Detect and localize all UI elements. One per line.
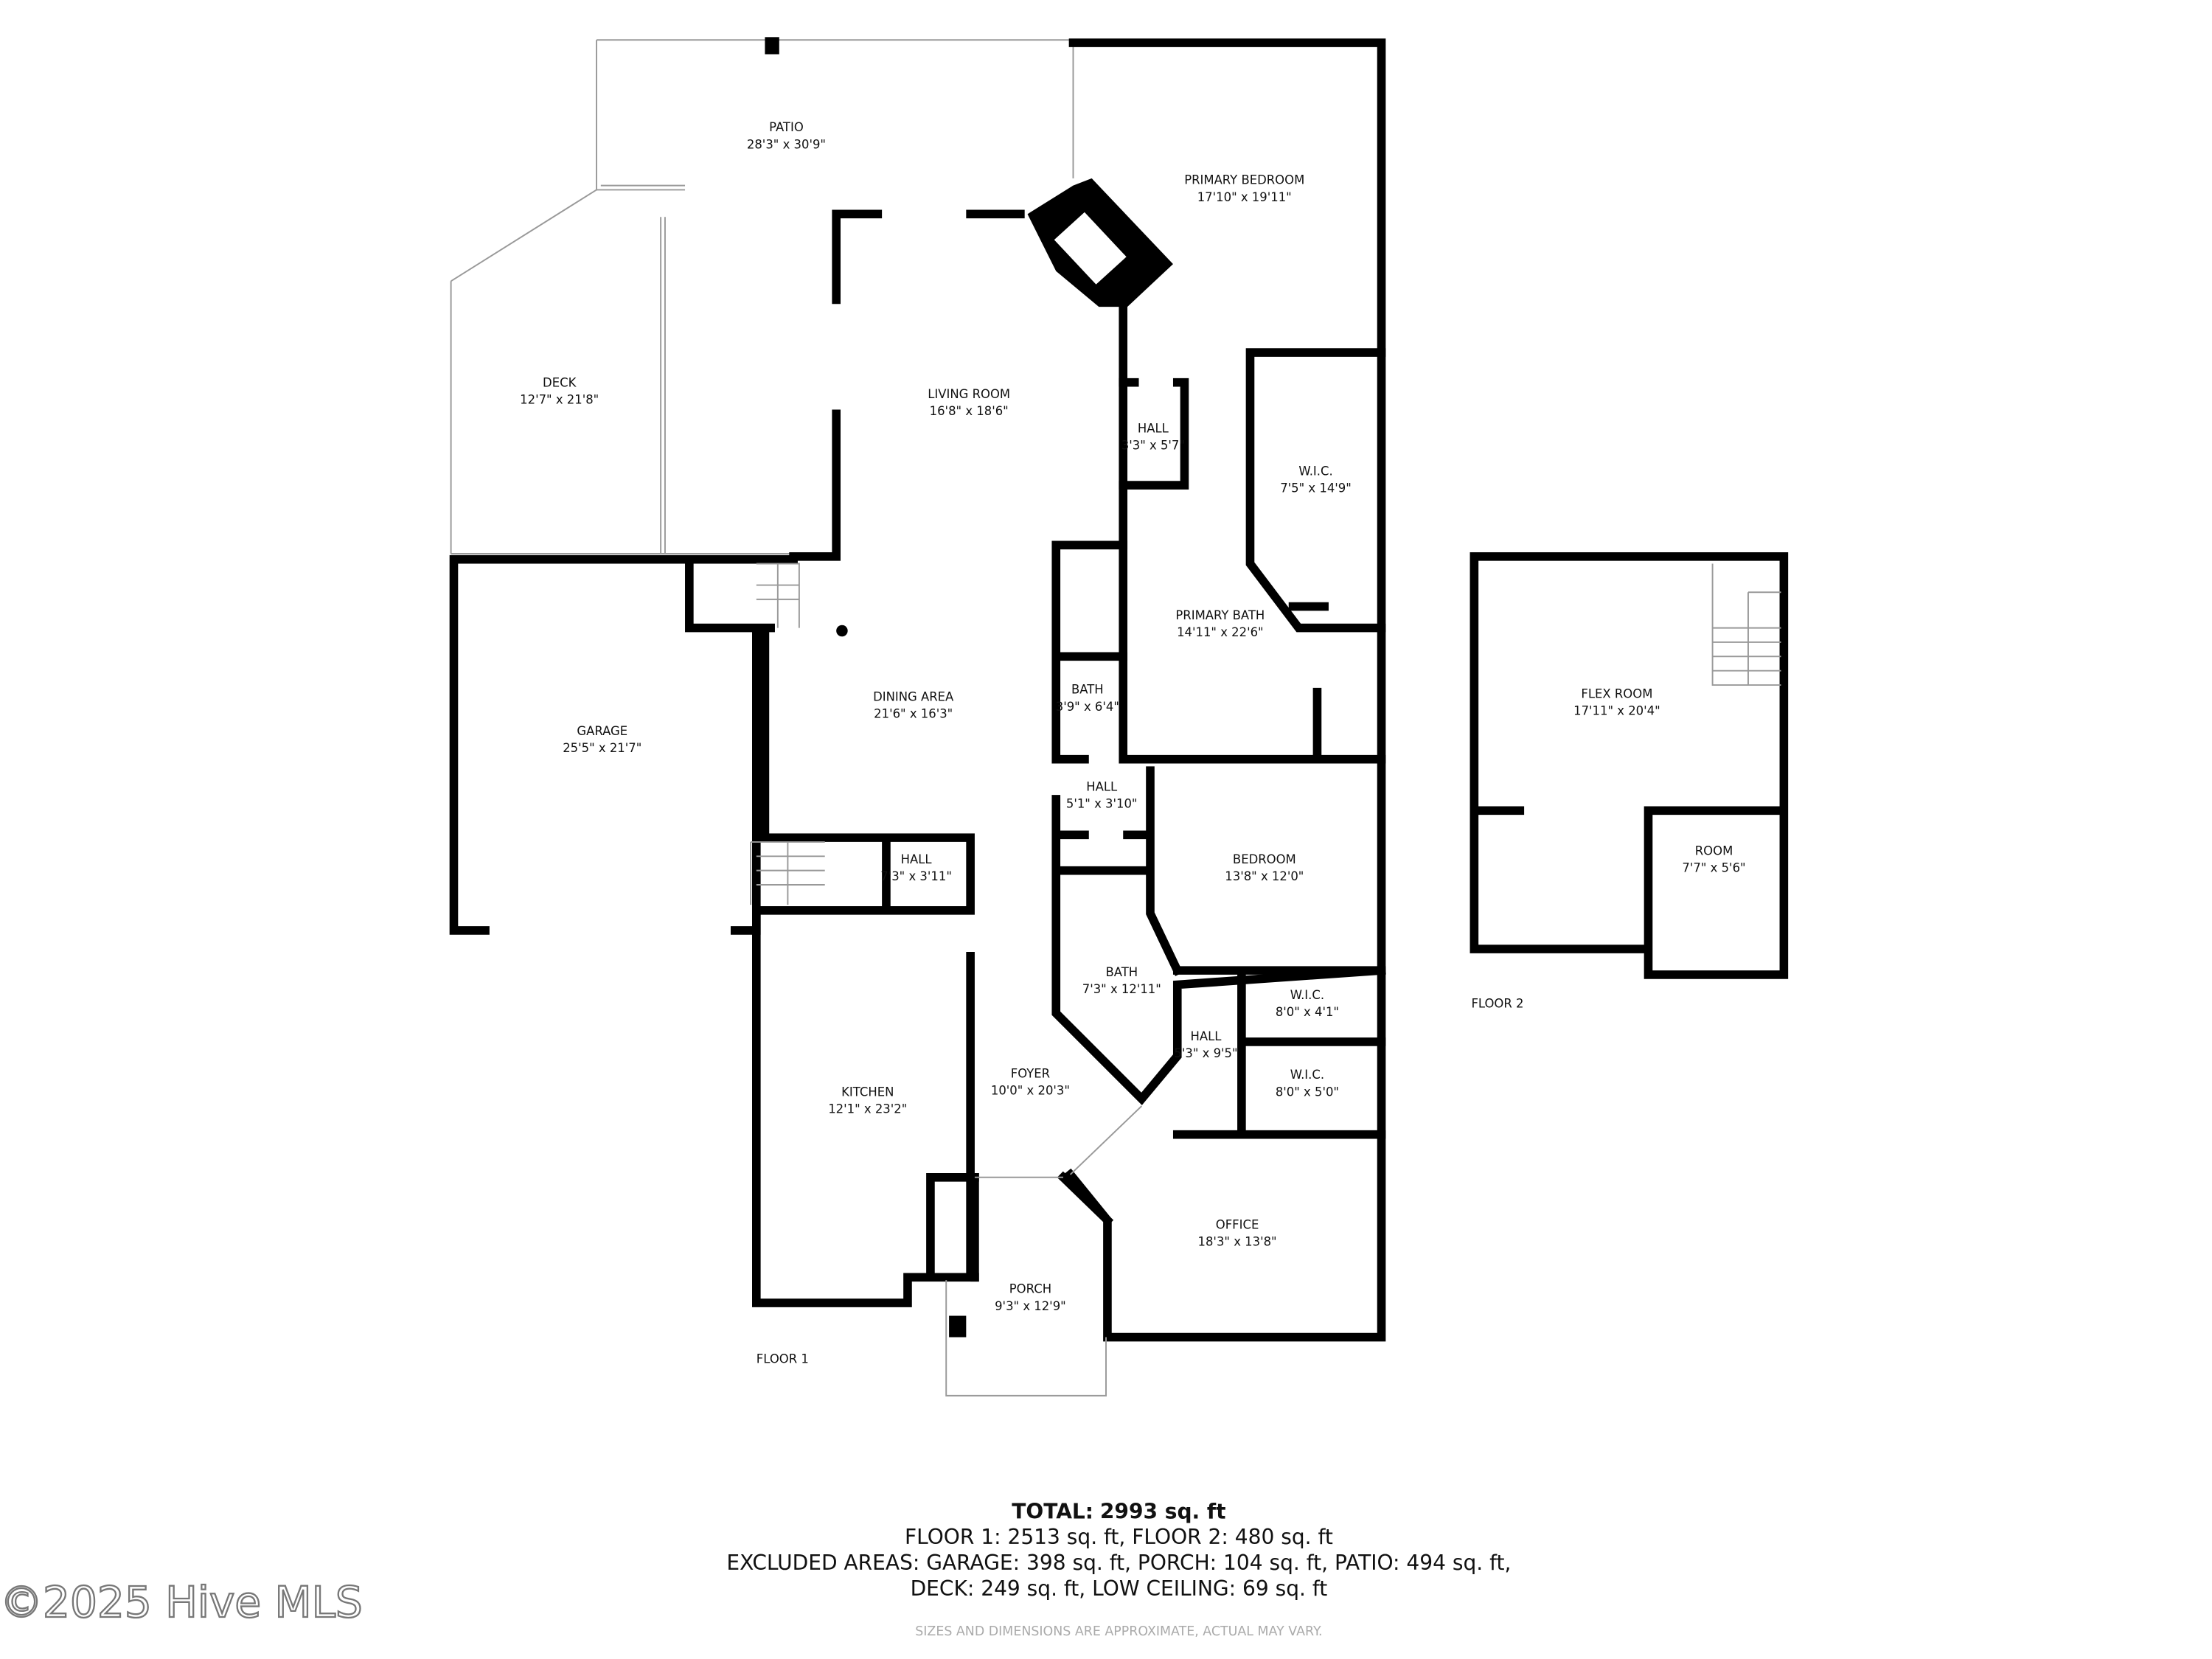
room-name: FLEX ROOM [1581,686,1652,700]
floor2-labels: FLEX ROOM 17'11" x 20'4" ROOM 7'7" x 5'6… [1471,686,1745,1010]
room-name: BATH [1071,683,1104,697]
excluded-areas-cont: DECK: 249 sq. ft, LOW CEILING: 69 sq. ft [911,1576,1328,1601]
room-dim: 7'3" x 3'11" [880,869,952,883]
floor1-walls [449,38,1386,1397]
floor2-walls [1470,552,1789,979]
svg-text:TOTAL: 2993 sq. ft: TOTAL: 2993 sq. ft [1012,1499,1225,1523]
room-name: PRIMARY BATH [1175,608,1265,622]
room-name: OFFICE [1216,1217,1259,1231]
room-dim: 7'5" x 14'9" [1280,481,1352,495]
floor1-label: FLOOR 1 [757,1352,809,1366]
room-name: PRIMARY BEDROOM [1184,173,1304,187]
room-name: PORCH [1009,1282,1051,1296]
room-name: PATIO [769,120,804,134]
room-dim: 28'3" x 30'9" [747,137,826,151]
excluded-areas: EXCLUDED AREAS: GARAGE: 398 sq. ft, PORC… [726,1551,1511,1575]
room-name: GARAGE [577,724,627,738]
room-dim: 8'0" x 5'0" [1276,1085,1339,1099]
room-dim: 7'7" x 5'6" [1682,861,1745,875]
room-name: W.I.C. [1298,465,1332,479]
room-dim: 12'1" x 23'2" [828,1102,907,1116]
room-dim: 25'5" x 21'7" [563,741,641,755]
room-dim: 10'0" x 20'3" [991,1084,1070,1098]
room-name: FOYER [1011,1066,1050,1080]
room-name: DECK [543,376,577,390]
room-name: HALL [1191,1029,1222,1043]
room-dim: 5'1" x 3'10" [1066,796,1138,810]
room-name: DINING AREA [873,689,954,703]
room-name: HALL [1138,421,1169,435]
room-dim: 17'10" x 19'11" [1197,190,1292,204]
area-summary: TOTAL: 2993 sq. ft FLOOR 1: 2513 sq. ft,… [726,1499,1511,1639]
room-name: W.I.C. [1290,988,1324,1002]
room-name: W.I.C. [1290,1068,1324,1082]
total-label: TOTAL: [1012,1499,1093,1523]
room-dim: 8'0" x 4'1" [1276,1005,1339,1019]
floor1-labels: PATIO 28'3" x 30'9" PRIMARY BEDROOM 17'1… [520,120,1352,1366]
floor-areas: FLOOR 1: 2513 sq. ft, FLOOR 2: 480 sq. f… [905,1525,1333,1549]
watermark: ©2025 Hive MLS [0,1577,363,1627]
room-name: HALL [901,852,933,866]
room-dim: 12'7" x 21'8" [520,393,599,407]
disclaimer: SIZES AND DIMENSIONS ARE APPROXIMATE, AC… [915,1624,1322,1639]
room-name: LIVING ROOM [928,387,1010,401]
room-name: BEDROOM [1233,852,1296,866]
room-name: HALL [1086,779,1118,793]
room-dim: 3'9" x 6'4" [1056,700,1119,714]
room-name: BATH [1105,965,1138,979]
room-dim: 21'6" x 16'3" [874,707,953,721]
room-name: KITCHEN [841,1085,894,1099]
room-dim: 5'3" x 9'5" [1174,1046,1237,1060]
total-value: 2993 sq. ft [1100,1499,1226,1523]
floor2-label: FLOOR 2 [1471,996,1523,1010]
room-name: ROOM [1695,844,1733,858]
room-dim: 7'3" x 12'11" [1082,982,1161,996]
patio-deck-outline [450,37,1074,554]
room-dim: 16'8" x 18'6" [930,404,1009,418]
room-dim: 17'11" x 20'4" [1573,704,1660,718]
room-dim: 14'11" x 22'6" [1177,625,1264,639]
room-dim: 18'3" x 13'8" [1198,1235,1277,1249]
room-dim: 13'8" x 12'0" [1225,869,1304,883]
room-dim: 9'3" x 12'9" [995,1299,1066,1313]
room-dim: 3'3" x 5'7" [1121,439,1185,453]
